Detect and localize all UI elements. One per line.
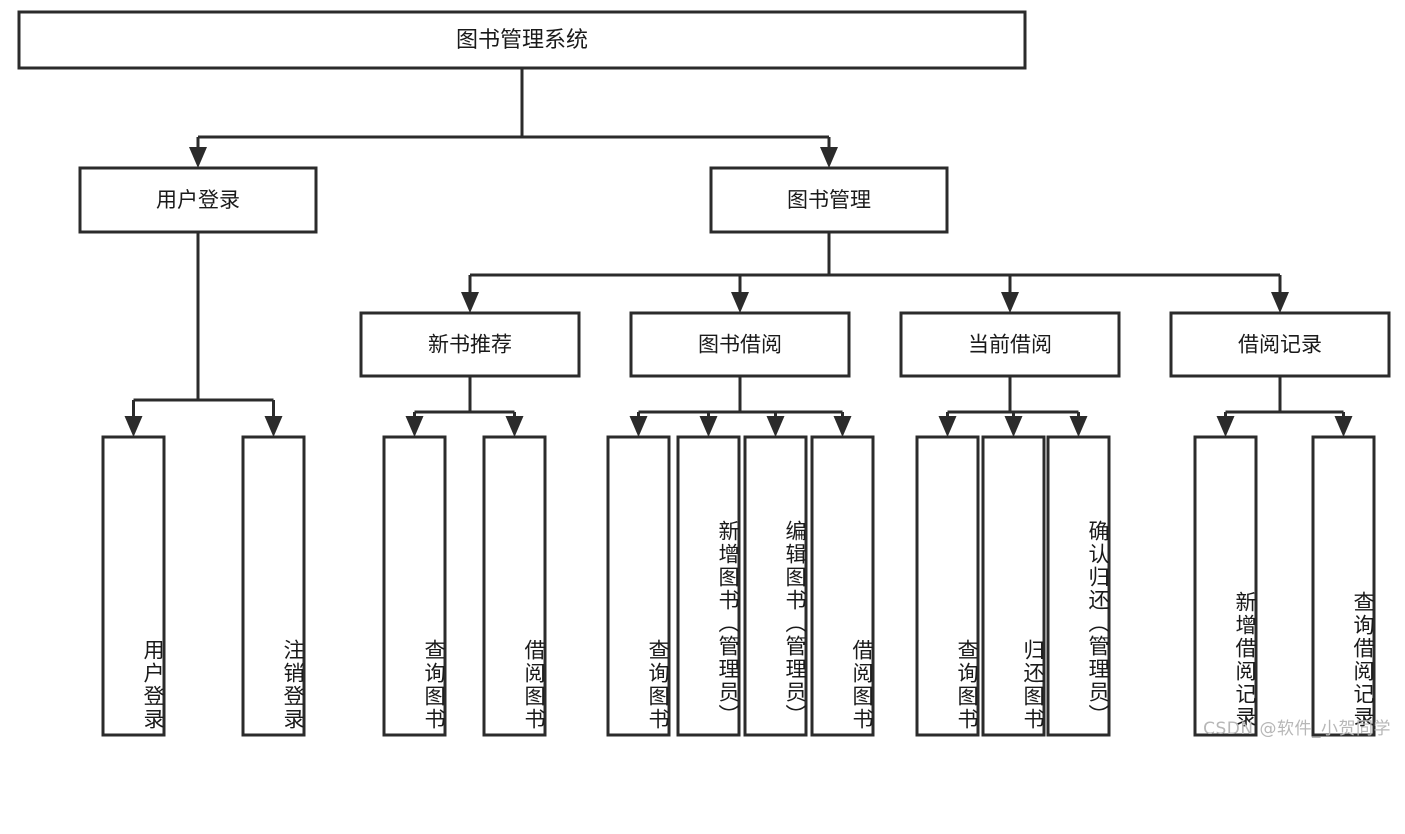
node-leaf-query-book-3[interactable] bbox=[915, 435, 980, 737]
connector-layer bbox=[124, 68, 1353, 437]
node-leaf-edit-book[interactable] bbox=[743, 435, 808, 737]
node-book-borrow[interactable] bbox=[629, 311, 851, 378]
arrow-head-icon bbox=[1334, 416, 1353, 437]
node-book-borrow-label: 图书借阅 bbox=[698, 333, 782, 357]
node-leaf-add-record[interactable] bbox=[1193, 435, 1258, 737]
node-leaf-confirm-return[interactable] bbox=[1046, 435, 1111, 737]
arrow-head-icon bbox=[1069, 416, 1088, 437]
node-leaf-query-record[interactable] bbox=[1311, 435, 1376, 737]
node-borrow-record[interactable] bbox=[1169, 311, 1391, 378]
arrow-head-icon bbox=[1216, 416, 1235, 437]
node-leaf-logout-login[interactable] bbox=[241, 435, 306, 737]
node-user-login-label: 用户登录 bbox=[156, 188, 240, 212]
arrow-head-icon bbox=[124, 416, 143, 437]
node-root-title-label: 图书管理系统 bbox=[456, 28, 588, 53]
box-layer bbox=[17, 10, 1391, 737]
node-leaf-return-book[interactable] bbox=[981, 435, 1046, 737]
arrow-head-icon bbox=[189, 147, 207, 168]
node-new-book-recommend[interactable] bbox=[359, 311, 581, 378]
arrow-head-icon bbox=[699, 416, 718, 437]
arrow-head-icon bbox=[405, 416, 424, 437]
arrow-head-icon bbox=[1271, 292, 1289, 313]
node-root-title[interactable] bbox=[17, 10, 1027, 70]
arrow-head-icon bbox=[820, 147, 838, 168]
arrow-head-icon bbox=[833, 416, 852, 437]
arrow-head-icon bbox=[731, 292, 749, 313]
node-leaf-query-book-1[interactable] bbox=[382, 435, 447, 737]
arrow-head-icon bbox=[1004, 416, 1023, 437]
node-leaf-add-book[interactable] bbox=[676, 435, 741, 737]
arrow-head-icon bbox=[766, 416, 785, 437]
node-leaf-query-book-2[interactable] bbox=[606, 435, 671, 737]
watermark: CSDN @软件_小贺同学 bbox=[1203, 719, 1391, 739]
arrow-head-icon bbox=[629, 416, 648, 437]
node-current-borrow-label: 当前借阅 bbox=[968, 333, 1052, 357]
arrow-head-icon bbox=[1001, 292, 1019, 313]
arrow-head-icon bbox=[505, 416, 524, 437]
node-borrow-record-label: 借阅记录 bbox=[1238, 333, 1322, 357]
arrow-head-icon bbox=[461, 292, 479, 313]
node-new-book-recommend-label: 新书推荐 bbox=[428, 333, 512, 357]
node-leaf-borrow-book-1[interactable] bbox=[482, 435, 547, 737]
node-book-management[interactable] bbox=[709, 166, 949, 234]
arrow-head-icon bbox=[264, 416, 283, 437]
node-leaf-borrow-book-2[interactable] bbox=[810, 435, 875, 737]
arrow-head-icon bbox=[938, 416, 957, 437]
node-user-login[interactable] bbox=[78, 166, 318, 234]
node-current-borrow[interactable] bbox=[899, 311, 1121, 378]
node-leaf-user-login[interactable] bbox=[101, 435, 166, 737]
diagram-canvas: 图书管理系统用户登录图书管理新书推荐图书借阅当前借阅借阅记录 用户登录注销登录查… bbox=[17, 10, 1391, 739]
node-book-management-label: 图书管理 bbox=[787, 188, 871, 212]
